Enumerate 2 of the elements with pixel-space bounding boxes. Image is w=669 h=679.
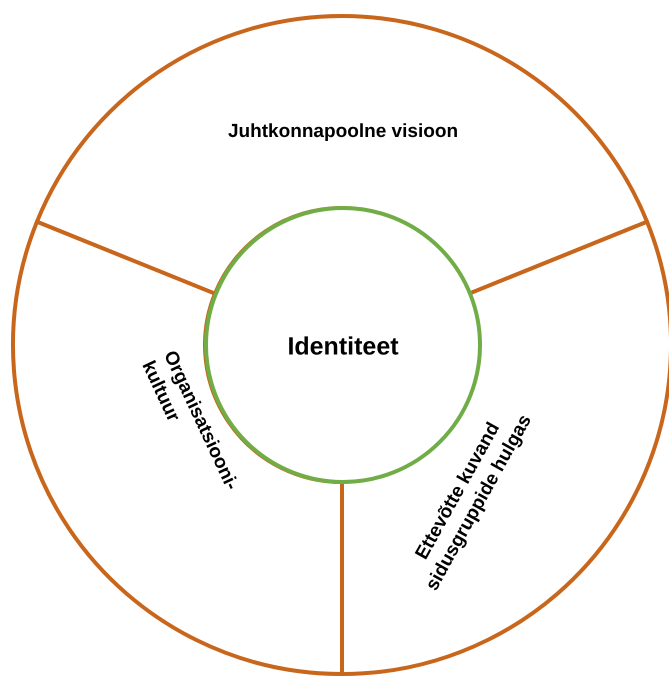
center-label: Identiteet (286, 331, 400, 362)
segment-label: Juhtkonnapoolne visioon (226, 120, 460, 144)
